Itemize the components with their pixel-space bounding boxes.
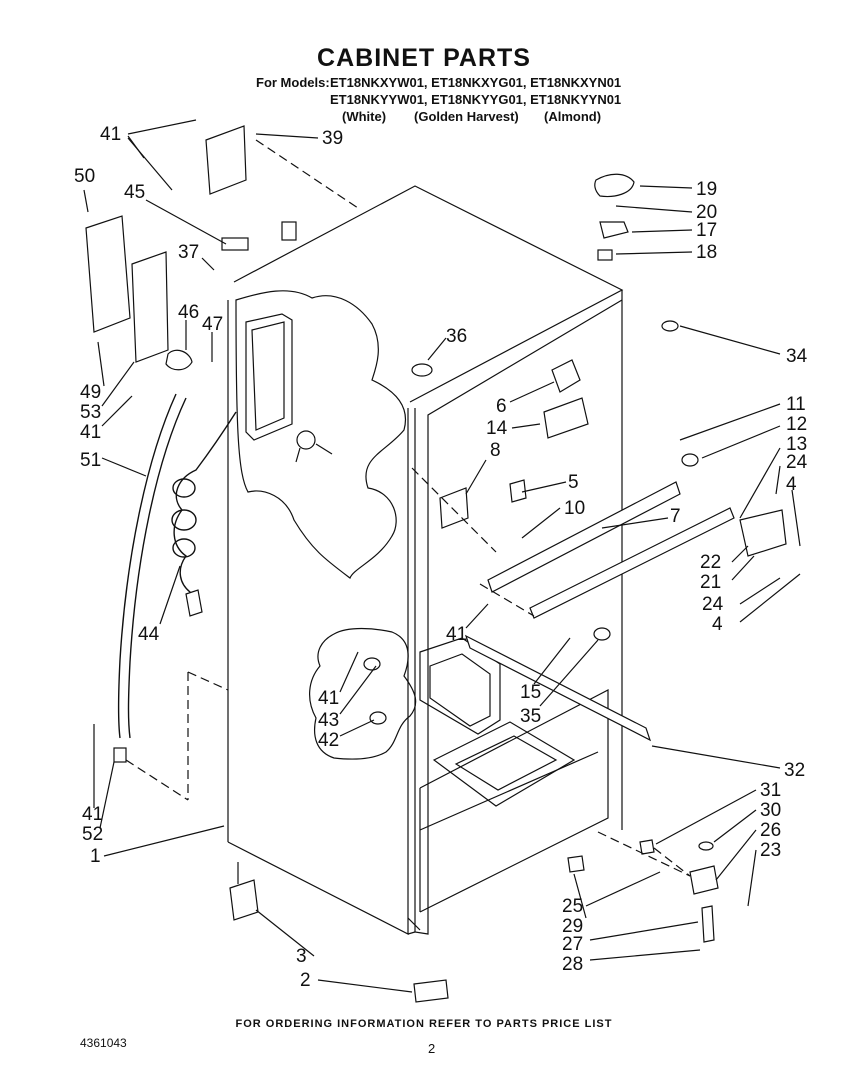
callout-1: 1 (90, 846, 101, 867)
color-white: (White) (342, 109, 387, 124)
callout-22: 22 (700, 552, 721, 573)
callout-8: 8 (490, 440, 501, 461)
callout-32: 32 (784, 760, 805, 781)
page-title: CABINET PARTS (317, 44, 531, 72)
callout-27: 27 (562, 934, 583, 955)
cabinet-body (227, 185, 624, 935)
callout-36: 36 (446, 326, 467, 347)
callout-41-c: 41 (82, 804, 103, 825)
callout-3: 3 (296, 946, 307, 967)
callout-45: 45 (124, 182, 145, 203)
upper-cutaway (235, 290, 406, 579)
models-row-2: ET18NKYYW01, ET18NKYYG01, ET18NKYYN01 (330, 92, 622, 107)
callout-53: 53 (80, 402, 101, 423)
callout-19: 19 (696, 179, 717, 200)
lower-cutaway (309, 627, 417, 760)
callout-10: 10 (564, 498, 585, 519)
callout-24-b: 24 (702, 594, 724, 615)
callout-34: 34 (786, 346, 808, 367)
callout-4-a: 4 (786, 474, 797, 495)
callout-29: 29 (562, 916, 583, 937)
models-row-1: ET18NKXYW01, ET18NKXYG01, ET18NKXYN01 (330, 75, 622, 90)
callout-15: 15 (520, 682, 541, 703)
callout-44: 44 (138, 624, 160, 645)
callout-31: 31 (760, 780, 781, 801)
callout-13: 13 (786, 434, 807, 455)
callout-26: 26 (760, 820, 781, 841)
callout-41-e: 41 (318, 688, 339, 709)
power-cord-and-drain-tube (117, 349, 237, 739)
models-prefix: For Models: (256, 75, 330, 90)
callout-52: 52 (82, 824, 103, 845)
callout-25: 25 (562, 896, 583, 917)
callout-4-b: 4 (712, 614, 723, 635)
callout-6: 6 (496, 396, 507, 417)
callout-47: 47 (202, 314, 223, 335)
callout-24-a: 24 (786, 452, 808, 473)
color-almond: (Almond) (544, 109, 602, 124)
document-number: 4361043 (80, 1036, 127, 1050)
callout-7: 7 (670, 506, 681, 527)
callout-43: 43 (318, 710, 339, 731)
callout-41-b: 41 (80, 422, 101, 443)
callout-5: 5 (568, 472, 579, 493)
leader-lines (83, 119, 801, 993)
callout-14: 14 (486, 418, 508, 439)
callout-49: 49 (80, 382, 101, 403)
callout-11: 11 (786, 394, 806, 415)
callout-35: 35 (520, 706, 541, 727)
callout-21: 21 (700, 572, 721, 593)
callout-28: 28 (562, 954, 583, 975)
callout-30: 30 (760, 800, 781, 821)
callout-20: 20 (696, 202, 717, 223)
callout-17: 17 (696, 220, 717, 241)
callout-42: 42 (318, 730, 339, 751)
callout-37: 37 (178, 242, 199, 263)
callout-41-d: 41 (446, 624, 467, 645)
callout-39: 39 (322, 128, 343, 149)
page-number: 2 (428, 1041, 436, 1056)
upper-hinge-parts (85, 125, 679, 363)
callout-46: 46 (178, 302, 199, 323)
callout-18: 18 (696, 242, 717, 263)
callout-51: 51 (80, 450, 101, 471)
front-parts (113, 359, 787, 1003)
ordering-note: FOR ORDERING INFORMATION REFER TO PARTS … (235, 1018, 613, 1030)
callout-12: 12 (786, 414, 807, 435)
callout-labels: 41 39 50 45 37 46 47 49 53 41 51 44 41 5… (74, 124, 808, 991)
callout-2: 2 (300, 970, 311, 991)
guide-lines (125, 467, 691, 877)
callout-50: 50 (74, 166, 95, 187)
callout-23: 23 (760, 840, 781, 861)
compressor-compartment (419, 637, 576, 807)
callout-41-a: 41 (100, 124, 121, 145)
color-golden-harvest: (Golden Harvest) (414, 109, 519, 124)
